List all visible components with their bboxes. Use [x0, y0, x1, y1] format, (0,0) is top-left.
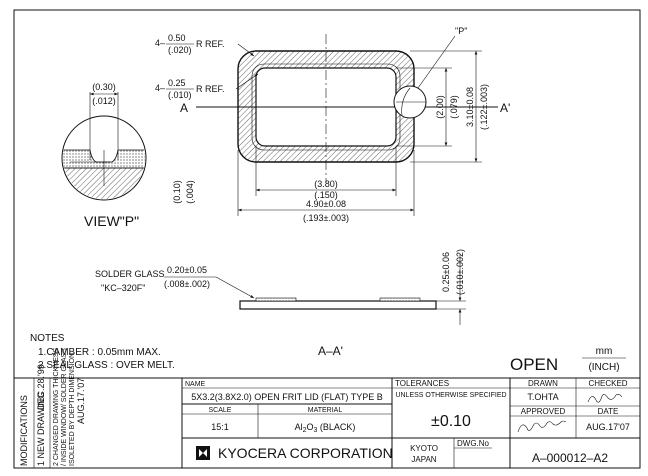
mod-line2a: 2 CHANGED DRAWING THICKNESS [53, 347, 60, 466]
city: KYOTO [410, 444, 438, 453]
section-marker-left: A [180, 101, 188, 115]
company-name: KYOCERA CORPORATION [218, 445, 393, 461]
mod-line2c: ISOLETED BY DEPTH DIMENSION. [69, 351, 76, 466]
detail-p-leader [417, 35, 456, 89]
section-view: 0.25±0.06 (.010±.002) SOLDER GLASS "KC–3… [95, 249, 466, 358]
mod-line2b: / INSIDE WINDOW/ SOLDER GLASS [61, 348, 68, 466]
dim-outer-height-inch: (.122±.003) [479, 84, 489, 130]
solder-glass-label: SOLDER GLASS [95, 269, 165, 279]
view-p: (0.30) (.012) (0.10) (.004) VIEW"P" [61, 82, 195, 229]
dim-inner-width-inch: (.150) [314, 190, 338, 200]
section-thickness: 0.25±0.06 [441, 252, 451, 292]
dwg-no-label: DWG.No [457, 439, 490, 448]
inner-radius-value: 0.25 [168, 78, 186, 88]
detail-p-marker: "P" [455, 26, 467, 36]
view-p-top-dim-inch: (.012) [92, 96, 116, 106]
outer-radius-ref: R REF. [196, 39, 225, 49]
view-p-side-dim: (0.10) [172, 180, 182, 204]
view-p-top-dim: (0.30) [92, 82, 116, 92]
glass-dim: 0.20±0.05 [167, 265, 207, 275]
outer-radius-prefix: 4– [155, 38, 165, 48]
dim-inner-height: (2.00) [435, 95, 445, 119]
glass-dim-leader [215, 276, 255, 299]
section-label: A–A' [318, 344, 343, 358]
title-block: NAME 5X3.2(3.8X2.0) OPEN FRIT LID (FLAT)… [182, 378, 640, 468]
notes-title: NOTES [30, 333, 65, 344]
section-marker-right: A' [500, 101, 510, 115]
checked-signature [587, 394, 623, 403]
inner-radius-leader [235, 73, 259, 90]
mod-line1: 1 NEW DRAWING [36, 392, 46, 466]
dim-outer-width: 4.90±0.08 [306, 199, 346, 209]
mod-title: MODIFICATIONS [19, 395, 29, 466]
material-value: Al2O3 (BLACK) [295, 422, 356, 434]
part-name: 5X3.2(3.8X2.0) OPEN FRIT LID (FLAT) TYPE… [191, 392, 383, 402]
dwg-no: A–000012–A2 [532, 451, 608, 465]
drawn-label: DRAWN [528, 379, 558, 388]
tolerances-label: TOLERANCES [395, 379, 449, 388]
dim-inner-width: (3.80) [314, 179, 338, 189]
solder-glass-part: "KC–320F" [101, 283, 145, 293]
units-mm: mm [596, 346, 613, 357]
top-view: A A' "P" 4– 0.50 (.020) R REF. 4– 0.25 (… [155, 26, 510, 223]
tolerance-value: ±0.10 [431, 413, 471, 430]
view-p-label: VIEW"P" [84, 213, 139, 229]
outer-radius-value: 0.50 [168, 33, 186, 43]
section-glass-left [255, 297, 297, 302]
scale-label: SCALE [209, 407, 232, 414]
modifications-block: MODIFICATIONS 1 NEW DRAWING DEC.28.'99 2… [14, 347, 640, 468]
section-body [239, 300, 437, 310]
checked-label: CHECKED [588, 379, 627, 388]
country: JAPAN [411, 455, 436, 464]
inner-radius-ref: R REF. [196, 84, 225, 94]
sheet-border [13, 9, 641, 469]
notes: NOTES 1.CAMBER : 0.05mm MAX. 2.SEAL GLAS… [30, 333, 175, 371]
units-inch: (INCH) [588, 362, 619, 373]
inner-radius-inch: (.010) [168, 90, 192, 100]
detail-p-contents [396, 87, 426, 117]
note-2: 2.SEAL GLASS : OVER MELT. [38, 360, 175, 371]
dim-outer-height: 3.10±0.08 [465, 87, 475, 127]
glass-dim-inch: (.008±.002) [164, 279, 210, 289]
approved-signature [517, 420, 567, 433]
tolerances-sub: UNLESS OTHERWISE SPECIFIED [395, 392, 506, 399]
section-thickness-inch: (.010±.002) [455, 249, 465, 295]
material-label: MATERIAL [308, 407, 343, 414]
outer-radius-leader [237, 43, 255, 57]
dim-outer-width-inch: (.193±.003) [303, 213, 349, 223]
scale-value: 15:1 [211, 422, 229, 432]
section-glass-right [379, 297, 421, 302]
approved-label: APPROVED [521, 407, 566, 416]
inner-radius-prefix: 4– [155, 83, 165, 93]
drawn-value: T.OHTA [527, 392, 558, 402]
outer-radius-inch: (.020) [168, 45, 192, 55]
kyocera-logo [196, 446, 210, 460]
view-p-side-dim-inch: (.004) [185, 180, 195, 204]
open-label: OPEN [510, 355, 558, 374]
date-value: AUG.17'07 [586, 422, 630, 432]
date-label: DATE [598, 407, 619, 416]
dim-inner-height-inch: (.079) [449, 95, 459, 119]
mod-line1-date: DEC.28.'99 [36, 364, 46, 410]
mod-line2-date: AUG.17.'07 [76, 378, 86, 424]
note-1: 1.CAMBER : 0.05mm MAX. [38, 347, 161, 358]
name-label: NAME [185, 381, 206, 388]
